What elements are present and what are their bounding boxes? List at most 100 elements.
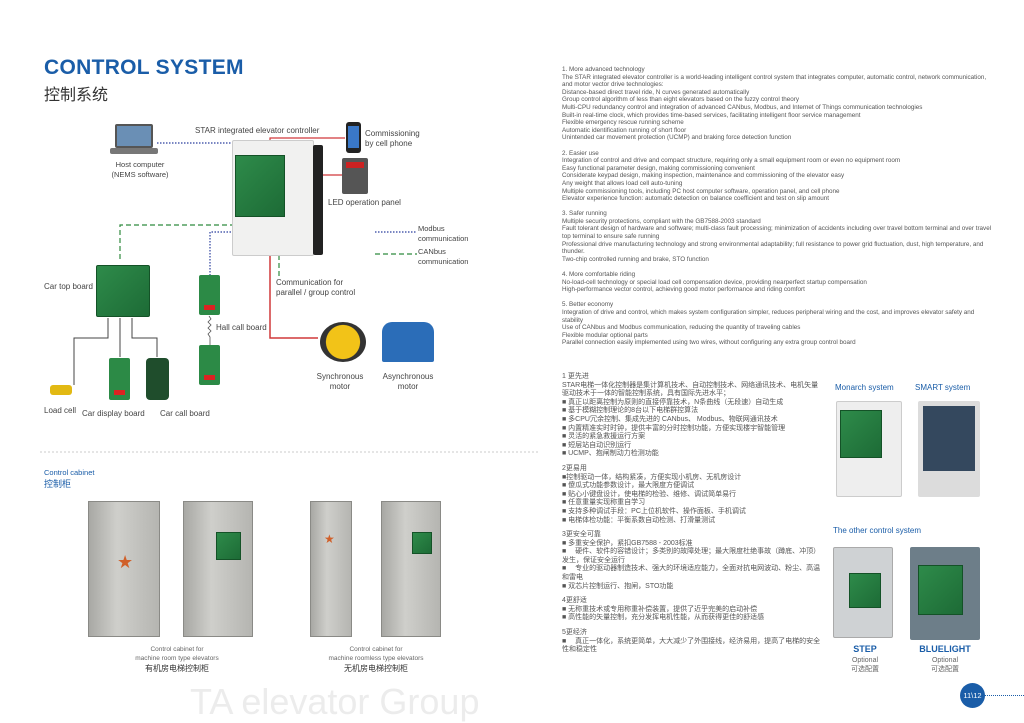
chinese-feature-line: ■ 真正以距离控制为原则的直接停靠技术，N条曲线（无段速）自动生成 (562, 398, 784, 406)
asynchronous-motor-image (382, 322, 434, 362)
load-cell-label: Load cell (44, 406, 77, 415)
car-call-board-label: Car call board (160, 409, 210, 418)
chinese-feature-line: ■ 任意重量实现称重自学习 (562, 499, 646, 507)
loadcell-line (73, 318, 109, 385)
led-panel-label: LED operation panel (328, 198, 401, 207)
bluelight-name: BLUELIGHT (919, 644, 971, 654)
chinese-feature-line: ■ 真正一体化，系统更简单，大大减少了外围接线，经济易用，提高了电梯的安全性和稳… (562, 637, 821, 654)
english-feature-line: Multi-CPU redundancy control and integra… (562, 103, 923, 111)
chinese-feature-line: ■ 灵活的紧急救援运行方案 (562, 433, 646, 441)
monarch-image (836, 401, 902, 497)
chinese-feature-line: ■ 内置精准实时时钟，提供丰富的分时控制功能，方便实现楼宇智能管理 (562, 424, 786, 432)
chinese-feature-section-title: 2更易用 (562, 464, 587, 472)
cabinet-heading-cn: 控制柜 (44, 479, 72, 489)
laptop-base (110, 148, 158, 154)
hall-link (207, 315, 212, 345)
controller-heatsink (313, 145, 323, 255)
cabinet-heading: Control cabinet (44, 468, 95, 477)
chinese-feature-line: ■控制驱动一体，结构紧凑，方便实现小机房、无机房设计 (562, 473, 742, 481)
chinese-feature-section-title: 3更安全可靠 (562, 531, 601, 539)
chinese-feature-line: ■ 支持多种调试手段：PC上位机软件、操作面板、手机调试 (562, 507, 746, 515)
hall-call-board-label: Hall call board (216, 323, 267, 332)
hall-call-board-image (199, 275, 220, 315)
other-system-title: The other control system (833, 526, 922, 535)
load-cell-image (50, 385, 72, 395)
chinese-feature-section: 3更安全可靠■ 多重安全保护，紧扣GB7588 - 2003标准■ 硬件、软件的… (562, 531, 824, 591)
english-feature-line: Professional drive manufacturing technol… (562, 240, 984, 256)
chinese-feature-section-title: 4更舒适 (562, 597, 587, 605)
cabinet-open-image (183, 501, 253, 637)
cell-phone-icon (346, 122, 361, 153)
carcall-line (131, 318, 158, 357)
watermark: TA elevator Group (190, 681, 480, 722)
english-feature-line: Integration of drive and control, which … (562, 309, 975, 324)
roomless-cabinet-closed-image: ★ (310, 501, 352, 637)
english-feature-line: Flexible emergency rescue running scheme (562, 119, 684, 127)
canbus-line-car (119, 224, 243, 262)
chinese-feature-line: STAR电梯一体化控制器是集计算机技术、自动控制技术、网络通讯技术、电机矢量驱动… (562, 381, 819, 398)
page-subtitle: 控制系统 (44, 87, 109, 104)
roomless-cabinet-open-image (381, 501, 441, 637)
car-top-board-label: Car top board (44, 282, 93, 291)
laptop-icon (115, 124, 153, 148)
car-call-board-image (146, 358, 169, 400)
controller-image (232, 140, 314, 256)
smart-title: SMART system (915, 383, 971, 392)
synchronous-motor-image (320, 322, 366, 362)
bluelight-optional-cn: 可选配置 (931, 666, 959, 673)
chinese-feature-line: ■ 基于模糊控制理论的8台以下电梯群控算法 (562, 407, 699, 415)
chinese-feature-section-title: 1 更先进 (562, 373, 589, 380)
page-number: 11\12 (960, 683, 985, 708)
english-feature-line: Flexible modular optional parts (562, 331, 648, 339)
english-feature-line: Group control algorithm of less than eig… (562, 96, 799, 104)
chinese-feature-section: 5更经济■ 真正一体化，系统更简单，大大减少了外围接线，经济易用，提高了电梯的安… (562, 629, 824, 655)
english-feature-line: Automatic identification running of shor… (562, 126, 687, 134)
english-feature-line: Two-chip controlled running and brake, S… (562, 255, 709, 263)
english-feature-line: Distance-based direct travel ride, N cur… (562, 88, 750, 96)
step-optional: Optional (851, 657, 879, 664)
chinese-feature-line: ■ UCMP、抱闸制动力检测功能 (562, 450, 659, 458)
step-name: STEP (853, 644, 877, 654)
step-image (833, 547, 893, 638)
chinese-feature-line: ■ 短层站自动识别运行 (562, 441, 632, 449)
chinese-feature-line: ■ 专业的驱动器制造技术、强大的环境适应能力，全面对抗电网波动、粉尘、高温和雷电 (562, 565, 821, 582)
car-display-board-image (109, 358, 130, 400)
chinese-feature-line: ■ 贴心小键盘设计，使电梯的检验、维修、调试简单易行 (562, 490, 737, 498)
chinese-feature-line: ■ 傻瓜式功能参数设计，最大限度方便调试 (562, 482, 695, 490)
bluelight-image (910, 547, 980, 640)
page-number-line (985, 695, 1024, 696)
english-feature-section-title: 5. Better economy (562, 301, 614, 309)
english-feature-section-title: 2. Easier use (562, 149, 599, 157)
car-display-board-label: Car display board (82, 409, 145, 418)
english-feature-line: Integration of control and drive and com… (562, 157, 901, 165)
host-computer-label: Host computer(NEMS software) (111, 160, 169, 179)
english-feature-section-title: 1. More advanced technology (562, 66, 645, 73)
monarch-title: Monarch system (835, 383, 894, 392)
english-feature-line: Any weight that allows load cell auto-tu… (562, 179, 683, 187)
hall-call-board-image-2 (199, 345, 220, 385)
english-feature-line: Easy functional parameter design, making… (562, 164, 755, 172)
controller-label: STAR integrated elevator controller (195, 126, 320, 135)
chinese-feature-section: 2更易用■控制驱动一体，结构紧凑，方便实现小机房、无机房设计■ 傻瓜式功能参数设… (562, 465, 824, 525)
english-feature-line: Use of CANbus and Modbus communication, … (562, 324, 801, 332)
english-feature-line: Fault tolerant design of hardware and so… (562, 225, 992, 241)
motor-power-line (269, 255, 318, 339)
english-feature-line: Parallel connection easily implemented u… (562, 339, 856, 347)
diagram-connections (40, 137, 540, 453)
english-feature-line: Multiple commissioning tools, including … (562, 187, 840, 195)
english-feature-line: Built-in real-time clock, which provides… (562, 111, 861, 119)
chinese-feature-line: ■ 硬件、软件的容错设计；多类别的故障处理；最大限度杜绝事故（蹲底、冲顶）发生，… (562, 548, 821, 564)
